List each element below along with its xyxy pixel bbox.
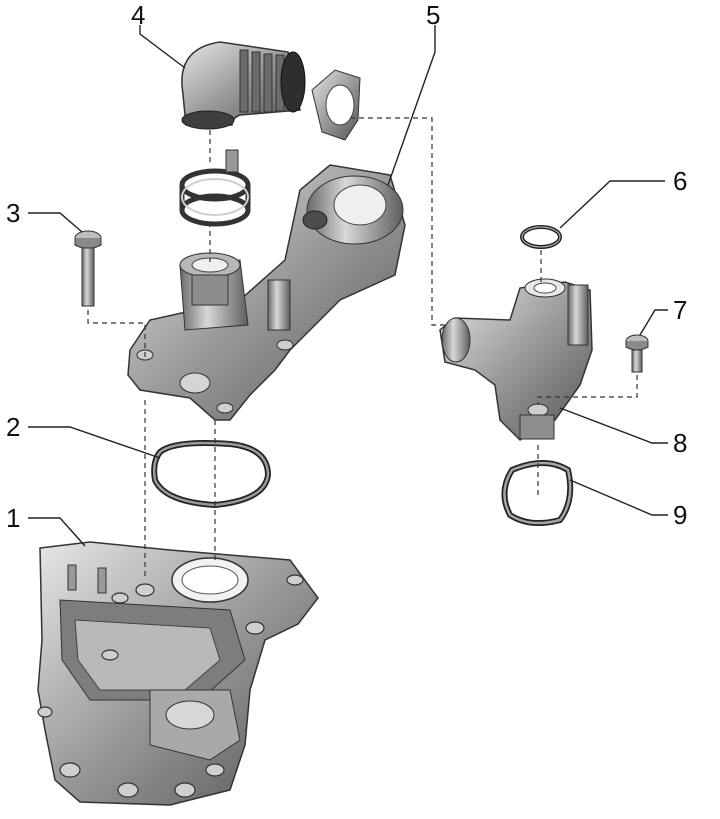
part-7-bolt: [625, 334, 649, 373]
callout-6: 6: [673, 166, 687, 196]
part-3-bolt: [74, 230, 102, 307]
part-8-connector-housing: [439, 278, 593, 441]
assembly-lines: [87, 117, 638, 580]
callout-labels: 1 2 3 4 5 6 7 8 9: [6, 0, 687, 533]
hose-clamp: [179, 149, 251, 227]
callout-2: 2: [6, 412, 20, 442]
callout-9: 9: [673, 500, 687, 530]
part-1-housing: [37, 541, 319, 806]
callout-3: 3: [6, 198, 20, 228]
leader-lines: [28, 25, 668, 547]
part-4-elbow-hose: [181, 41, 306, 130]
part-6-o-ring: [520, 225, 562, 249]
part-2-gasket: [151, 440, 272, 509]
part-9-gasket: [501, 460, 574, 527]
callout-1: 1: [6, 503, 20, 533]
callout-4: 4: [131, 0, 145, 30]
clip-upper-right: [311, 69, 361, 141]
callout-7: 7: [673, 295, 687, 325]
callout-8: 8: [673, 428, 687, 458]
callout-5: 5: [426, 0, 440, 30]
part-5-thermostat-housing: [127, 164, 406, 421]
